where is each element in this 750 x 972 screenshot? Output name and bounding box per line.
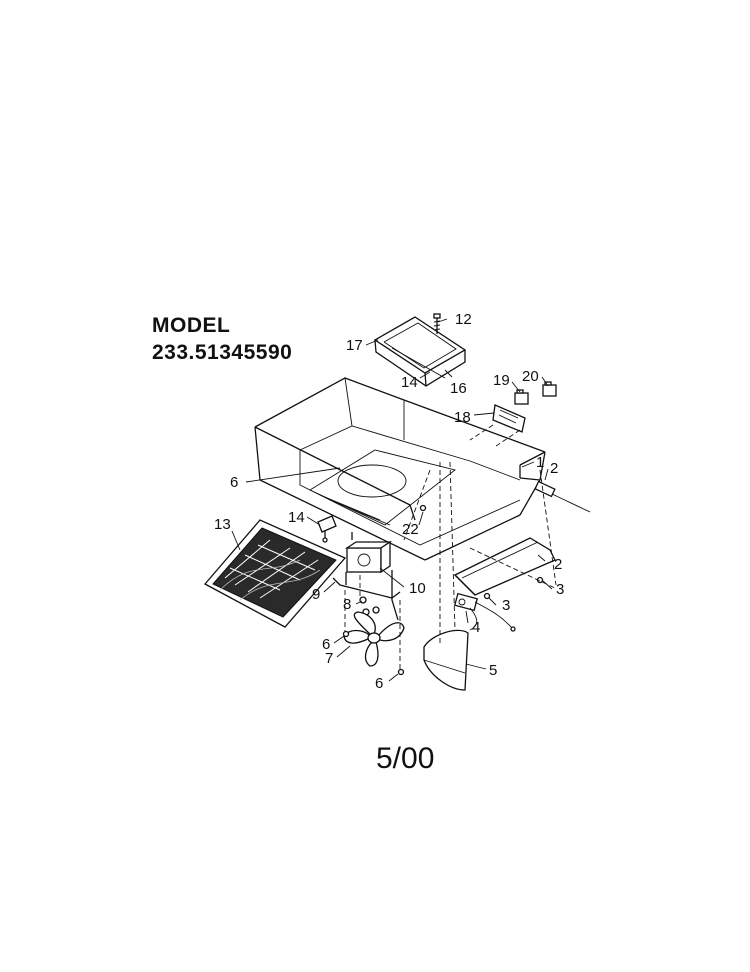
callout-8: 8: [343, 596, 351, 613]
grease-filter-part-12: [203, 519, 347, 628]
callout-7: 7: [325, 650, 333, 667]
screw-part-6-left: [342, 630, 350, 638]
leader-lines: [231, 318, 553, 682]
nuts-part-8: [359, 596, 380, 616]
motor-bracket-part-9: [332, 570, 401, 621]
connector-part-2: [534, 480, 591, 513]
callout-16: 16: [450, 380, 467, 397]
callout-2-upper: 2: [550, 460, 558, 477]
callout-3-lower: 3: [502, 597, 510, 614]
motor-part-10: [344, 532, 393, 574]
model-title: MODEL: [152, 314, 231, 337]
callout-9: 9: [312, 586, 320, 603]
lens-part-5: [423, 629, 469, 691]
fan-blade-part-7: [343, 611, 405, 667]
callout-6-left: 6: [322, 636, 330, 653]
callout-4: 4: [472, 619, 480, 636]
model-number: 233.51345590: [152, 341, 293, 364]
callout-12: 13: [214, 516, 231, 533]
switch-part-19: [514, 389, 529, 405]
top-bracket-part: [373, 316, 467, 387]
callout-6-upper: 6: [230, 474, 238, 491]
callout-6-bottom: 6: [375, 675, 383, 692]
callout-10: 10: [409, 580, 426, 597]
callout-17: 17: [346, 337, 363, 354]
switch-plate-part-18: [492, 404, 526, 433]
screw-part-6-bottom: [397, 668, 405, 676]
screw-part-22: [419, 504, 427, 512]
callout-13: 14: [288, 509, 305, 526]
callout-14: 12: [455, 311, 472, 328]
callout-3-upper: 3: [556, 581, 564, 598]
switch-part-20: [542, 381, 557, 397]
callout-labels: 12 17 14 16 19 20 18 1 2 6 14 22 13 2 3 …: [214, 311, 564, 692]
callout-20: 20: [522, 368, 539, 385]
screw-part-3-lower: [483, 592, 491, 600]
callout-18: 18: [454, 409, 471, 426]
callout-15: 14: [401, 374, 418, 391]
range-hood-body: [254, 377, 546, 561]
callout-22: 22: [402, 521, 419, 538]
receptacle-part-4: [453, 592, 516, 632]
light-socket-part-13: [317, 515, 337, 543]
date-code: 5/00: [376, 742, 435, 775]
callout-1: 1: [536, 454, 544, 471]
callout-5: 5: [489, 662, 497, 679]
callout-19: 19: [493, 372, 510, 389]
wiring-cover-part-2: [453, 537, 556, 596]
screw-part-14: [433, 313, 441, 334]
callout-2-lower: 2: [554, 556, 562, 573]
